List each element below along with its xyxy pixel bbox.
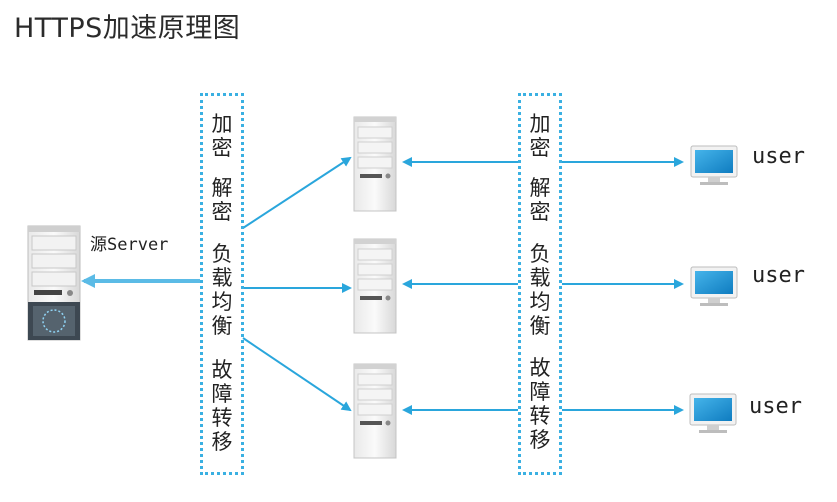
monitor-icon-3	[689, 393, 737, 433]
left-box-encrypt: 加密	[211, 112, 233, 160]
right-box-load-balance: 负载均衡	[529, 242, 551, 338]
right-box-encrypt: 加密	[529, 112, 551, 160]
left-proxy-box	[200, 93, 244, 475]
page-title: HTTPS加速原理图	[14, 13, 241, 44]
server-icon-3	[353, 363, 397, 459]
arrow-lb-server-1	[242, 156, 352, 229]
right-proxy-box	[518, 93, 562, 475]
left-box-failover: 故障转移	[211, 358, 233, 454]
user-label-1: user	[752, 144, 805, 169]
left-box-decrypt: 解密	[211, 176, 233, 224]
monitor-icon-1	[690, 145, 738, 185]
right-box-failover: 故障转移	[529, 356, 551, 452]
source-server-label: 源Server	[90, 235, 169, 255]
server-icon-2	[353, 238, 397, 334]
user-label-3: user	[749, 394, 802, 419]
right-box-decrypt: 解密	[529, 176, 551, 224]
user-label-2: user	[752, 263, 805, 288]
monitor-icon-2	[690, 266, 738, 306]
server-icon-1	[353, 116, 397, 212]
source-server-icon	[27, 225, 81, 341]
left-box-load-balance: 负载均衡	[211, 242, 233, 338]
arrow-lb-server-3	[242, 337, 352, 412]
